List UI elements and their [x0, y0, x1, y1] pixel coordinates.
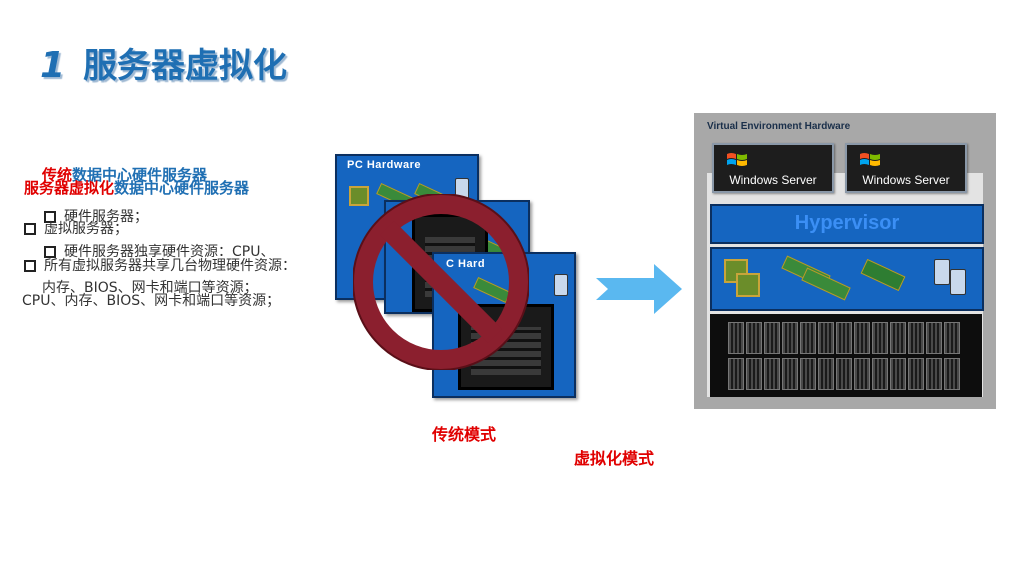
bullet-square-icon: [24, 260, 36, 272]
windows-server-label-2: Windows Server: [862, 173, 950, 187]
virtual-bullet-2-cont: CPU、内存、BIOS、网卡和端口等资源；: [22, 293, 281, 309]
traditional-bullet-1-text: 硬件服务器；: [64, 209, 148, 225]
traditional-bullet-1: 硬件服务器；: [44, 206, 148, 226]
virtual-heading-blue: 数据中心硬件服务器: [114, 179, 250, 197]
virtual-environment-panel: Virtual Environment Hardware Windows Ser…: [694, 113, 996, 409]
traditional-mode-label: 传统模式: [432, 425, 497, 444]
hypervisor-layer: Hypervisor: [710, 204, 984, 244]
pc-hardware-label-partial: C Hard: [446, 258, 486, 270]
title-text: 服务器虚拟化: [83, 46, 288, 86]
arrow-right-icon: [596, 264, 682, 314]
virtual-environment-header: Virtual Environment Hardware: [707, 121, 851, 132]
virtual-bullet-1-text: 虚拟服务器；: [44, 221, 128, 237]
traditional-bullet-2-cont: 内存、BIOS、网卡和端口等资源；: [42, 280, 258, 296]
traditional-heading: 传统数据中心硬件服务器: [42, 164, 207, 185]
server-rack-image: [710, 314, 982, 397]
virtual-bullet-1: 虚拟服务器；: [24, 218, 128, 238]
windows-logo-icon: [727, 153, 747, 166]
traditional-bullet-2-text: 硬件服务器独享硬件资源：CPU、: [64, 244, 275, 260]
traditional-heading-red: 传统: [42, 166, 73, 184]
traditional-heading-blue: 数据中心硬件服务器: [72, 166, 208, 184]
windows-server-vm-2: Windows Server: [845, 143, 967, 193]
virtualized-mode-label: 虚拟化模式: [574, 449, 655, 468]
shared-hardware-row: [710, 247, 984, 311]
bullet-square-icon: [44, 246, 56, 258]
hard-drive-icon: [934, 259, 950, 285]
pc-hardware-label: PC Hardware: [347, 159, 421, 171]
hard-drive-icon: [950, 269, 966, 295]
prohibition-icon: [353, 194, 529, 370]
cpu-chip-icon: [736, 273, 760, 297]
virtual-bullet-2-text: 所有虚拟服务器共享几台物理硬件资源：: [44, 258, 296, 274]
nic-card-icon: [860, 258, 906, 292]
traditional-bullet-2: 硬件服务器独享硬件资源：CPU、: [44, 241, 274, 261]
virtual-heading-red: 服务器虚拟化: [24, 179, 115, 197]
title-number: 1: [40, 45, 66, 86]
slide-title: 1 服务器虚拟化: [40, 38, 287, 88]
virtual-heading: 服务器虚拟化数据中心硬件服务器: [24, 177, 249, 198]
hard-drive-icon: [554, 274, 568, 296]
bullet-square-icon: [24, 223, 36, 235]
windows-logo-icon: [860, 153, 880, 166]
cpu-chip-icon: [349, 186, 369, 206]
bullet-square-icon: [44, 211, 56, 223]
windows-server-label-1: Windows Server: [729, 173, 817, 187]
virtual-bullet-2: 所有虚拟服务器共享几台物理硬件资源：: [24, 255, 296, 275]
ram-module-icon: [801, 267, 851, 301]
windows-server-vm-1: Windows Server: [712, 143, 834, 193]
